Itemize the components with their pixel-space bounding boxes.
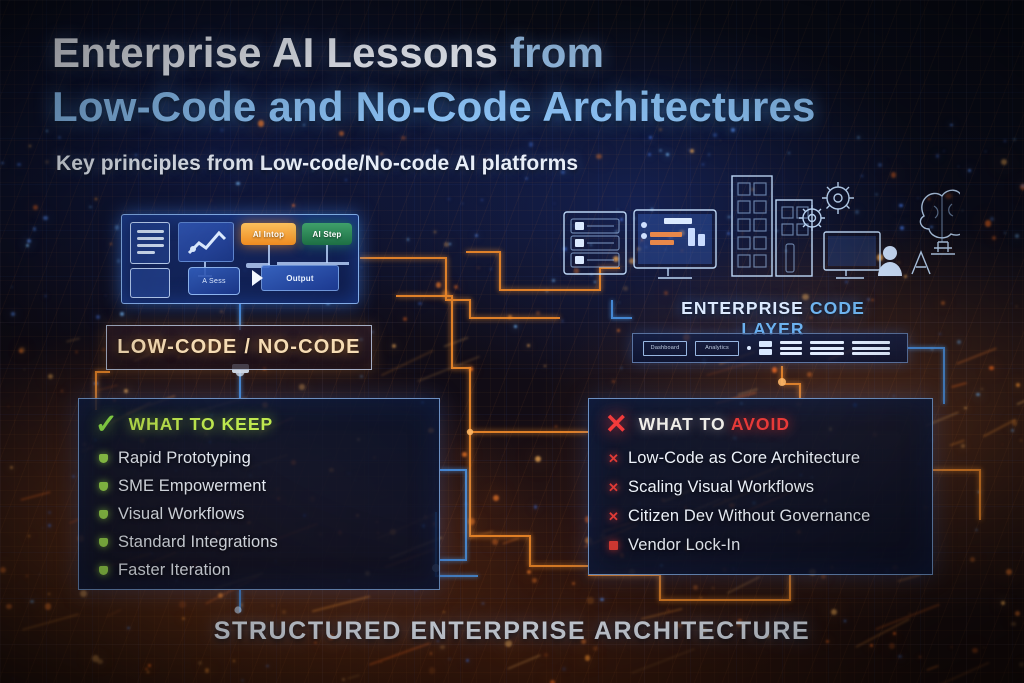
dashboard-pill[interactable]: Dashboard xyxy=(643,340,687,356)
letter-a-icon xyxy=(911,250,931,275)
desktop-monitor-icon xyxy=(633,209,717,279)
cross-bullet-icon: ✕ xyxy=(608,450,619,466)
enterprise-word: ENTERPRISE xyxy=(681,298,804,318)
square-bullet-icon xyxy=(609,541,618,550)
title-soft: from xyxy=(510,29,605,76)
list-item-label: Low-Code as Core Architecture xyxy=(628,449,861,467)
heading-plain: WHAT TO xyxy=(638,414,731,434)
person-icon xyxy=(878,246,902,276)
enterprise-icon-row xyxy=(560,170,974,300)
list-item: Faster Iteration xyxy=(99,556,439,584)
node-ai-step[interactable]: AI Step xyxy=(302,223,352,245)
chart-thumbnail-icon xyxy=(178,222,234,262)
page-title: Enterprise AI Lessons from Low-Code and … xyxy=(52,26,952,134)
bullet-icon xyxy=(99,481,108,491)
panel-header: ✕ WHAT TO AVOID xyxy=(589,399,932,442)
what-to-keep-panel: ✓ WHAT TO KEEP Rapid Prototyping SME Emp… xyxy=(78,398,440,590)
list-item: Rapid Prototyping xyxy=(99,444,439,472)
node-ai-intop[interactable]: AI Intop xyxy=(241,223,296,245)
panel-block-icon xyxy=(130,268,170,298)
list-item-label: Visual Workflows xyxy=(118,504,245,523)
list-item-label: Rapid Prototyping xyxy=(118,448,251,467)
list-item-label: SME Empowerment xyxy=(118,476,267,495)
what-to-keep-heading: WHAT TO KEEP xyxy=(128,414,274,434)
page-subtitle: Key principles from Low-code/No-code AI … xyxy=(56,152,579,175)
squares-widget-icon xyxy=(759,341,772,355)
bullet-icon xyxy=(99,537,108,547)
bullet-icon xyxy=(99,565,108,575)
bars-wide-icon xyxy=(852,341,890,355)
cross-icon: ✕ xyxy=(605,409,628,439)
node-output[interactable]: Output xyxy=(261,265,339,291)
enterprise-dashboard-strip: Dashboard Analytics xyxy=(632,333,908,363)
bars-medium-icon xyxy=(810,341,844,355)
what-to-avoid-panel: ✕ WHAT TO AVOID ✕Low-Code as Core Archit… xyxy=(588,398,933,575)
analytics-pill[interactable]: Analytics xyxy=(695,340,739,356)
bars-small-icon xyxy=(780,341,802,355)
cross-bullet-icon: ✕ xyxy=(608,479,619,495)
panel-header: ✓ WHAT TO KEEP xyxy=(79,399,439,442)
list-item-label: Citizen Dev Without Governance xyxy=(628,507,871,525)
list-item: SME Empowerment xyxy=(99,472,439,500)
cross-bullet-icon: ✕ xyxy=(608,508,619,524)
title-line-2: Low-Code and No-Code Architectures xyxy=(52,82,816,130)
list-item-label: Scaling Visual Workflows xyxy=(628,478,815,496)
list-item: ✕ Citizen Dev Without Governance xyxy=(608,502,932,531)
footer-caption: STRUCTURED ENTERPRISE ARCHITECTURE xyxy=(213,617,811,645)
list-item: Visual Workflows xyxy=(99,500,439,528)
document-icon xyxy=(130,222,170,264)
lowcode-label-text: LOW-CODE / NO-CODE xyxy=(117,336,361,358)
node-a-sess[interactable]: A Sess xyxy=(188,267,240,295)
server-rack-icon xyxy=(563,211,627,275)
title-line-1: Enterprise AI Lessons from xyxy=(52,29,604,76)
check-icon: ✓ xyxy=(95,409,118,439)
workstation-icon xyxy=(823,231,881,279)
list-item: ✕ Scaling Visual Workflows xyxy=(608,473,932,502)
bullet-icon xyxy=(99,509,108,519)
office-tower-icon xyxy=(731,175,773,277)
lowcode-label-plaque: LOW-CODE / NO-CODE xyxy=(106,325,372,370)
brain-icon xyxy=(919,189,974,255)
list-item: Standard Integrations xyxy=(99,528,439,556)
avoid-list: ✕ Low-Code as Core Architecture ✕ Scaling … xyxy=(589,442,932,560)
play-icon xyxy=(252,270,263,286)
keep-list: Rapid Prototyping SME Empowerment Visual… xyxy=(79,442,439,584)
title-main: Enterprise AI Lessons xyxy=(52,29,499,76)
lowcode-canvas-card: AI Intop AI Step A Sess Output xyxy=(121,214,359,304)
list-item-label: Vendor Lock-In xyxy=(628,536,741,554)
status-dot-icon xyxy=(747,346,751,350)
wire xyxy=(326,245,328,263)
what-to-avoid-heading: WHAT TO AVOID xyxy=(639,414,790,435)
list-item-label: Faster Iteration xyxy=(118,560,231,579)
list-item-label: Standard Integrations xyxy=(118,532,278,551)
list-item: ✕ Low-Code as Core Architecture xyxy=(608,444,932,473)
heading-avoid-word: AVOID xyxy=(730,414,790,434)
list-item: Vendor Lock-In xyxy=(609,531,932,560)
bullet-icon xyxy=(99,453,108,463)
